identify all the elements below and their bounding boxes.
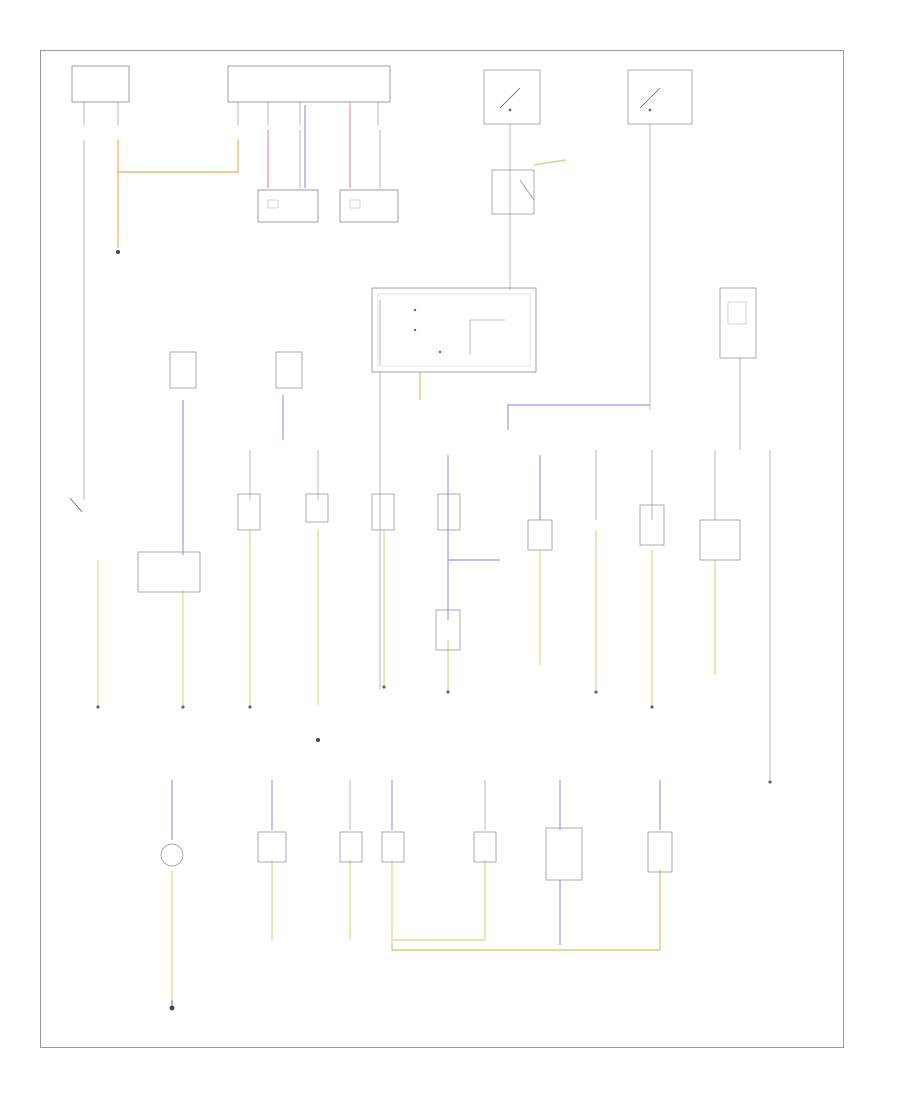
right-module [719,287,757,450]
vertical-wires-row [83,140,771,780]
ignition-switch [483,69,541,125]
top-center-module [227,65,391,125]
ground-point-bottom [169,1000,175,1011]
wire-end-dots [96,685,772,784]
transmission-sensor-left [257,189,319,223]
ground-point-middle [316,738,320,742]
wire-blue-mid [507,404,650,430]
wire-orange-top [116,140,239,254]
wire-pink-blue-top [267,105,381,188]
control-unit-box [371,287,537,373]
middle-connectors [169,351,303,555]
bottom-wires [171,780,661,1000]
relay-module [491,159,567,215]
bottom-components [160,827,673,881]
transmission-sensor-right [339,189,399,223]
fuse-block-switch [627,69,693,125]
diagram-frame [40,50,844,1048]
top-left-module [71,65,130,125]
middle-row-components [69,493,741,651]
